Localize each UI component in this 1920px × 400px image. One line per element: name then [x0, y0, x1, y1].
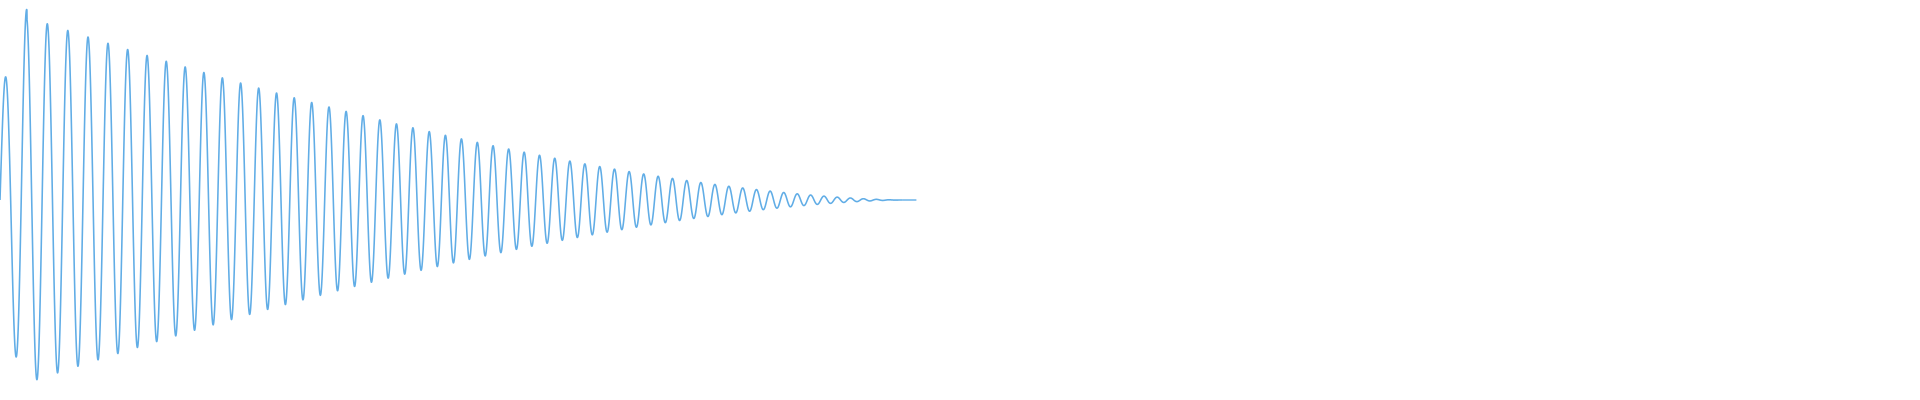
waveform-trace — [0, 8, 904, 381]
